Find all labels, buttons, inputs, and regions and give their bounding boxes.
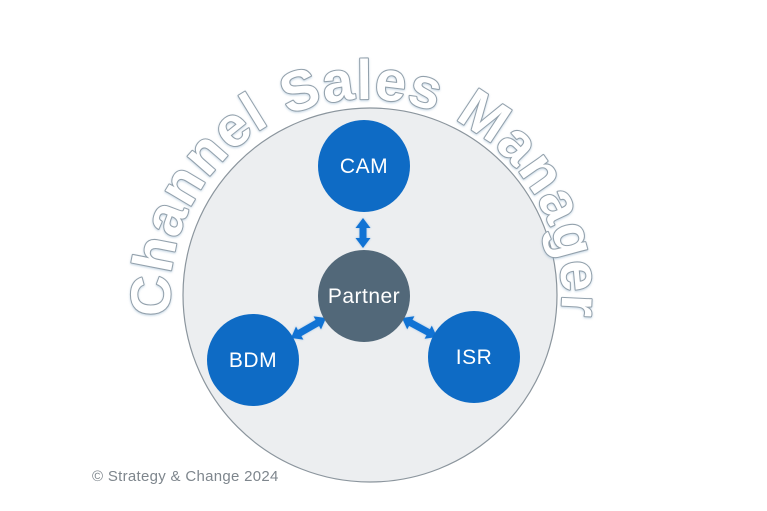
- partner-isr-double-arrow-icon: [402, 316, 437, 339]
- isr-node-label: ISR: [456, 346, 493, 369]
- bdm-node-circle: [207, 314, 299, 406]
- copyright-text: © Strategy & Change 2024: [92, 468, 279, 485]
- title-glyph: r: [549, 293, 613, 318]
- cam-node-circle: [318, 120, 410, 212]
- cam-node-label: CAM: [340, 155, 388, 178]
- title-glyph: a: [318, 48, 358, 115]
- partner-cam-double-arrow-icon: [355, 218, 371, 248]
- title-glyph: C: [119, 275, 182, 316]
- title-glyph: l: [356, 48, 372, 111]
- bdm-node-label: BDM: [229, 349, 277, 372]
- partner-node-label: Partner: [328, 285, 400, 308]
- partner-node-circle: [318, 250, 410, 342]
- partner-bdm-double-arrow-icon: [291, 316, 326, 340]
- isr-node-circle: [428, 311, 520, 403]
- title-glyph: e: [548, 257, 614, 294]
